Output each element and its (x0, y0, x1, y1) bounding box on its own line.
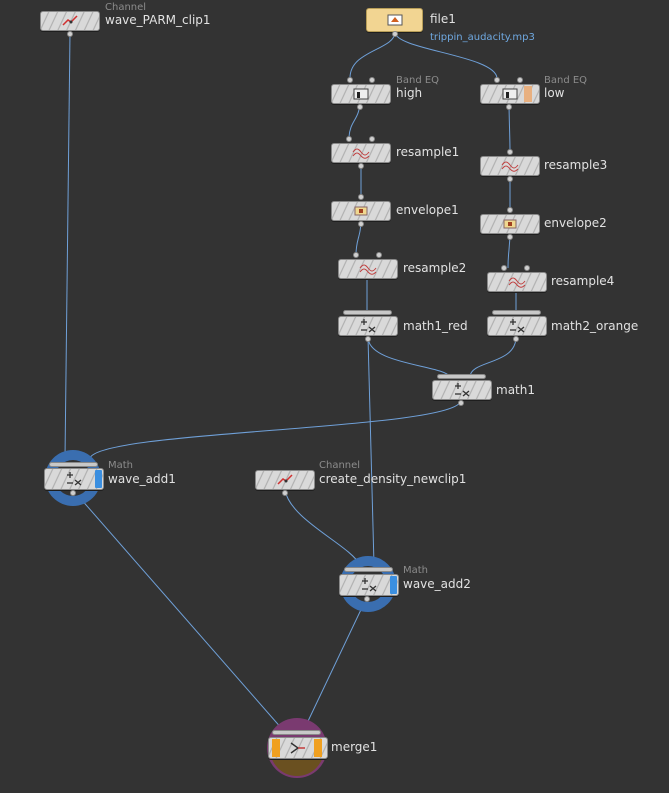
input-connector[interactable] (494, 77, 500, 83)
display-flag[interactable] (390, 576, 397, 594)
input-connector[interactable] (524, 265, 530, 271)
node-tile[interactable] (480, 156, 540, 176)
node-tile[interactable] (480, 214, 540, 234)
multi-input-connector[interactable] (344, 567, 393, 572)
multi-input-connector[interactable] (272, 730, 321, 735)
node-type-label: Channel (105, 2, 147, 13)
input-connector[interactable] (353, 252, 359, 258)
resample-icon (501, 161, 519, 172)
input-connector[interactable] (369, 77, 375, 83)
output-connector[interactable] (358, 163, 364, 169)
output-connector[interactable] (365, 336, 371, 342)
input-connector[interactable] (358, 194, 364, 200)
multi-input-connector[interactable] (49, 462, 98, 467)
output-connector[interactable] (358, 221, 364, 227)
node-name: high (396, 86, 423, 100)
node-name: envelope2 (544, 216, 607, 230)
node-name: resample1 (396, 145, 460, 159)
input-connector[interactable] (376, 252, 382, 258)
resample-icon (508, 277, 526, 288)
output-connector[interactable] (67, 31, 73, 37)
node-name: math1_red (403, 319, 468, 333)
node-tile[interactable] (487, 316, 547, 336)
node-name: math2_orange (551, 319, 639, 333)
node-name: resample2 (403, 261, 467, 275)
node-name: low (544, 86, 565, 100)
math-icon (455, 383, 470, 397)
output-connector[interactable] (507, 176, 513, 182)
input-connector[interactable] (369, 136, 375, 142)
math-icon (510, 319, 525, 333)
merge-icon (290, 742, 305, 754)
node-name: math1 (496, 383, 535, 397)
node-tile[interactable] (338, 259, 398, 279)
input-connector[interactable] (501, 265, 507, 271)
node-tile[interactable] (432, 380, 492, 400)
node-type-label: Math (108, 460, 134, 471)
math-icon (362, 578, 377, 592)
channel-icon (277, 474, 293, 485)
output-connector[interactable] (458, 400, 464, 406)
math-icon (361, 319, 376, 333)
node-color-flag (524, 86, 532, 102)
node-tile[interactable] (255, 470, 315, 490)
node-tile[interactable] (331, 143, 391, 163)
node-name: wave_add2 (403, 577, 471, 591)
multi-input-connector[interactable] (343, 310, 392, 315)
node-subtitle: trippin_audacity.mp3 (430, 32, 535, 43)
node-name: resample4 (551, 274, 615, 288)
output-connector[interactable] (506, 104, 512, 110)
multi-input-connector[interactable] (492, 310, 541, 315)
resample-icon (359, 264, 377, 275)
output-connector[interactable] (392, 31, 398, 37)
file-icon (387, 14, 403, 26)
node-tile[interactable] (338, 316, 398, 336)
band-eq-icon (353, 88, 369, 100)
render-flag[interactable] (272, 739, 280, 757)
output-connector[interactable] (507, 234, 513, 240)
display-flag[interactable] (95, 470, 102, 488)
envelope-icon (503, 219, 517, 229)
input-connector[interactable] (507, 207, 513, 213)
node-tile[interactable] (268, 737, 328, 759)
node-tile[interactable] (480, 84, 540, 104)
envelope-icon (354, 206, 368, 216)
input-connector[interactable] (347, 77, 353, 83)
node-type-label: Math (403, 565, 429, 576)
band-eq-icon (502, 88, 518, 100)
input-connector[interactable] (507, 149, 513, 155)
node-name: merge1 (331, 740, 378, 754)
node-name: wave_PARM_clip1 (105, 13, 211, 27)
node-type-label: Band EQ (544, 75, 588, 86)
output-connector[interactable] (364, 596, 370, 602)
node-name: envelope1 (396, 203, 459, 217)
node-tile[interactable] (44, 468, 104, 490)
channel-icon (62, 15, 78, 26)
output-connector[interactable] (70, 490, 76, 496)
output-connector[interactable] (282, 490, 288, 496)
node-tile[interactable] (40, 11, 100, 31)
resample-icon (352, 148, 370, 159)
math-icon (67, 472, 82, 486)
node-tile[interactable] (487, 272, 547, 292)
node-tile[interactable] (331, 201, 391, 221)
node-tile[interactable] (331, 84, 391, 104)
multi-input-connector[interactable] (437, 374, 486, 379)
input-connector[interactable] (517, 77, 523, 83)
node-type-label: Band EQ (396, 75, 440, 86)
display-flag[interactable] (314, 739, 322, 757)
node-name: wave_add1 (108, 472, 176, 486)
node-name: file1 (430, 12, 456, 26)
output-connector[interactable] (357, 104, 363, 110)
output-connector[interactable] (513, 336, 519, 342)
node-type-label: Channel (319, 460, 361, 471)
node-tile[interactable] (366, 8, 423, 32)
node-tile[interactable] (339, 574, 399, 596)
node-name: create_density_newclip1 (319, 472, 467, 486)
input-connector[interactable] (346, 136, 352, 142)
node-name: resample3 (544, 158, 608, 172)
